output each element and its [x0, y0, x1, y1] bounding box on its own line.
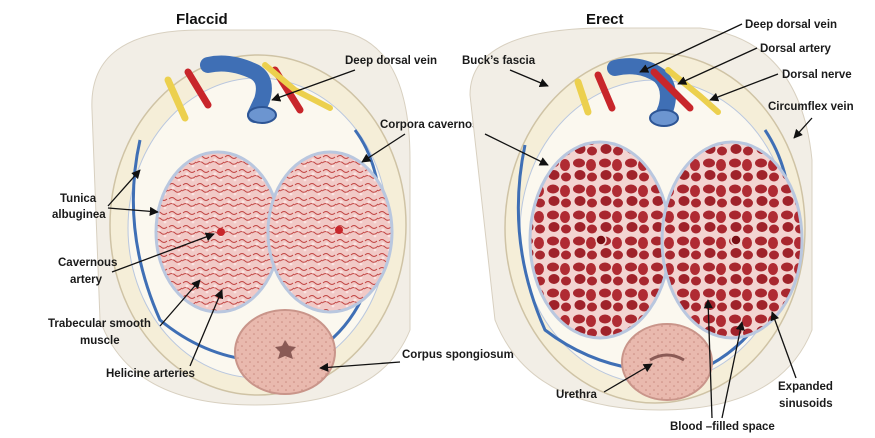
flaccid-panel: Flaccid Deep dorsal vein Corpora caverno…	[48, 11, 514, 406]
flaccid-cavernous-artery-left	[217, 228, 225, 236]
arrow-flaccid-corpora-to-erect	[484, 133, 549, 166]
label-flaccid-helicine: Helicine arteries	[106, 368, 195, 380]
label-flaccid-tunica-line2: albuginea	[52, 209, 106, 221]
label-erect-dorsal-nerve: Dorsal nerve	[782, 69, 852, 81]
label-flaccid-cavernous-line1: Cavernous	[58, 257, 117, 269]
arrow-erect-deep-dorsal-vein	[639, 23, 743, 73]
erect-cavernous-artery-right	[730, 234, 742, 246]
flaccid-deep-dorsal-vein	[200, 55, 272, 123]
arrow-flaccid-tunica-upper	[107, 169, 141, 207]
erect-dorsal-nerve-left	[574, 78, 592, 116]
arrow-flaccid-helicine-arteries	[189, 289, 224, 367]
label-erect-bucks-fascia: Buck’s fascia	[462, 55, 536, 67]
erect-title: Erect	[586, 11, 624, 28]
erect-corpus-spongiosum	[621, 323, 713, 401]
erect-panel: Erect Deep dorsal vein Dorsal artery Buc…	[462, 11, 854, 433]
flaccid-dorsal-nerve-right	[262, 62, 333, 111]
erect-dorsal-artery-left	[594, 71, 616, 112]
arrow-erect-bucks-fascia	[509, 69, 549, 88]
label-erect-deep-dorsal-vein: Deep dorsal vein	[745, 19, 837, 31]
label-flaccid-cavernous-line2: artery	[70, 274, 103, 286]
label-erect-urethra: Urethra	[556, 389, 598, 401]
label-erect-expanded-line1: Expanded	[778, 381, 833, 393]
label-erect-blood-filled-space: Blood –filled space	[670, 421, 775, 433]
flaccid-dorsal-bundle	[164, 55, 333, 124]
erect-cavernous-artery-left	[595, 234, 607, 246]
arrow-erect-blood-filled-space-2	[721, 321, 745, 419]
arrow-erect-dorsal-nerve	[709, 73, 779, 102]
arrow-flaccid-corpora-cavernosa	[361, 133, 406, 163]
label-flaccid-trabecular-line1: Trabecular smooth	[48, 318, 151, 330]
label-flaccid-corpora-cavernosa: Corpora cavernosa	[380, 119, 485, 131]
flaccid-urethra	[275, 340, 296, 359]
arrow-erect-urethra	[603, 363, 653, 393]
flaccid-title: Flaccid	[176, 11, 228, 28]
label-erect-circumflex-vein: Circumflex vein	[768, 101, 854, 113]
erect-deep-dorsal-vein-lumen	[649, 109, 679, 127]
erect-dorsal-artery-right	[650, 68, 694, 112]
erect-urethra	[649, 353, 685, 362]
arrow-erect-circumflex-vein	[793, 117, 813, 139]
flaccid-cavernous-artery-right	[335, 226, 343, 234]
label-flaccid-tunica-line1: Tunica	[60, 193, 97, 205]
arrow-flaccid-deep-dorsal-vein	[271, 69, 356, 102]
label-flaccid-deep-dorsal-vein: Deep dorsal vein	[345, 55, 437, 67]
label-flaccid-trabecular-line2: muscle	[80, 335, 120, 347]
arrow-flaccid-corpus-spongiosum	[319, 361, 401, 372]
flaccid-deep-dorsal-vein-lumen	[247, 106, 277, 124]
arrow-flaccid-tunica-lower	[107, 206, 159, 216]
label-erect-dorsal-artery: Dorsal artery	[760, 43, 832, 55]
arrow-erect-dorsal-artery	[677, 47, 758, 85]
arrow-flaccid-trabecular-muscle	[159, 279, 201, 327]
arrow-erect-blood-filled-space-1	[703, 299, 713, 419]
arrow-erect-expanded-sinusoids	[770, 311, 797, 379]
arrow-flaccid-cavernous-artery	[111, 232, 215, 273]
flaccid-corpus-cavernosum-right	[266, 150, 394, 314]
flaccid-dorsal-artery-left	[184, 68, 212, 109]
flaccid-dorsal-nerve-left	[164, 76, 189, 122]
label-erect-expanded-line2: sinusoids	[779, 398, 833, 410]
label-flaccid-corpus-spongiosum: Corpus spongiosum	[402, 349, 514, 361]
